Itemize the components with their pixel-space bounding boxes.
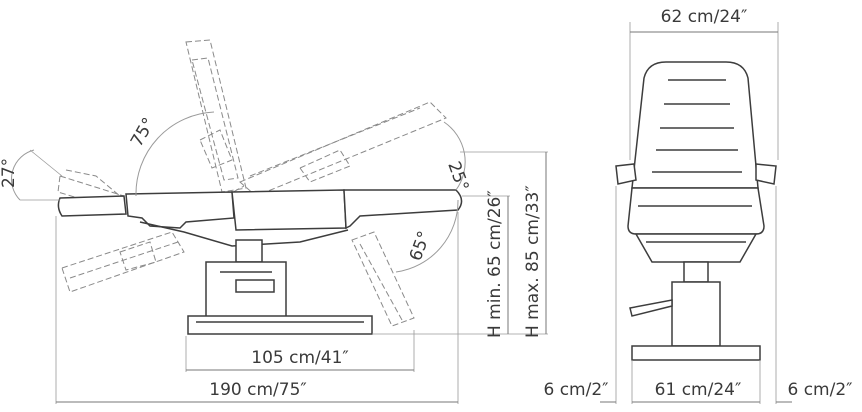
total-length-label: 190 cm/75″ — [209, 380, 306, 400]
pedal-front — [629, 299, 673, 317]
side-view: 27° 75° 25° 65° H min. 65 cm/26″ H max. … — [0, 39, 548, 404]
angle-75-label: 75° — [127, 114, 159, 150]
base-side — [187, 315, 373, 335]
chair-side-solid — [57, 189, 463, 335]
arc-27 — [10, 149, 35, 201]
headrest-side — [57, 195, 127, 217]
arc-25 — [443, 121, 466, 191]
base-length-label: 105 cm/41″ — [251, 348, 348, 368]
angle-65-label: 65° — [406, 229, 435, 264]
column-neck-front — [683, 261, 709, 283]
ghost-backrest-raised — [185, 39, 247, 193]
right-margin-label: 6 cm/2″ — [787, 380, 852, 400]
ghost-back-down — [61, 231, 185, 293]
arc-27-ray — [29, 149, 63, 177]
angle-27-label: 27° — [0, 158, 19, 188]
left-margin-label: 6 cm/2″ — [543, 380, 608, 400]
column-top — [235, 239, 263, 263]
seat-front — [627, 187, 765, 235]
angle-25-label: 25° — [443, 159, 472, 194]
pedal-side — [235, 279, 275, 293]
armrest-left — [615, 163, 637, 185]
backrest-front — [631, 61, 759, 189]
ghost-leg-down — [351, 231, 415, 327]
seat-side — [231, 189, 347, 231]
lift-column-front — [671, 281, 721, 347]
seat-base-front — [634, 233, 758, 263]
legrest-side — [343, 189, 463, 230]
arc-75 — [135, 111, 215, 197]
frame-underside — [139, 221, 349, 247]
top-width-label: 62 cm/24″ — [661, 7, 748, 27]
base-front — [631, 345, 761, 361]
height-min-label: H min. 65 cm/26″ — [485, 190, 505, 338]
ghost-leg-raised — [225, 101, 447, 197]
height-max-label: H max. 85 cm/33″ — [523, 185, 543, 338]
front-view: 62 cm/24″ 6 cm/2″ 61 cm/24″ 6 cm/2″ — [543, 7, 853, 404]
seat-width-label: 61 cm/24″ — [655, 380, 742, 400]
armrest-right — [755, 163, 777, 185]
arc-65 — [395, 199, 459, 273]
